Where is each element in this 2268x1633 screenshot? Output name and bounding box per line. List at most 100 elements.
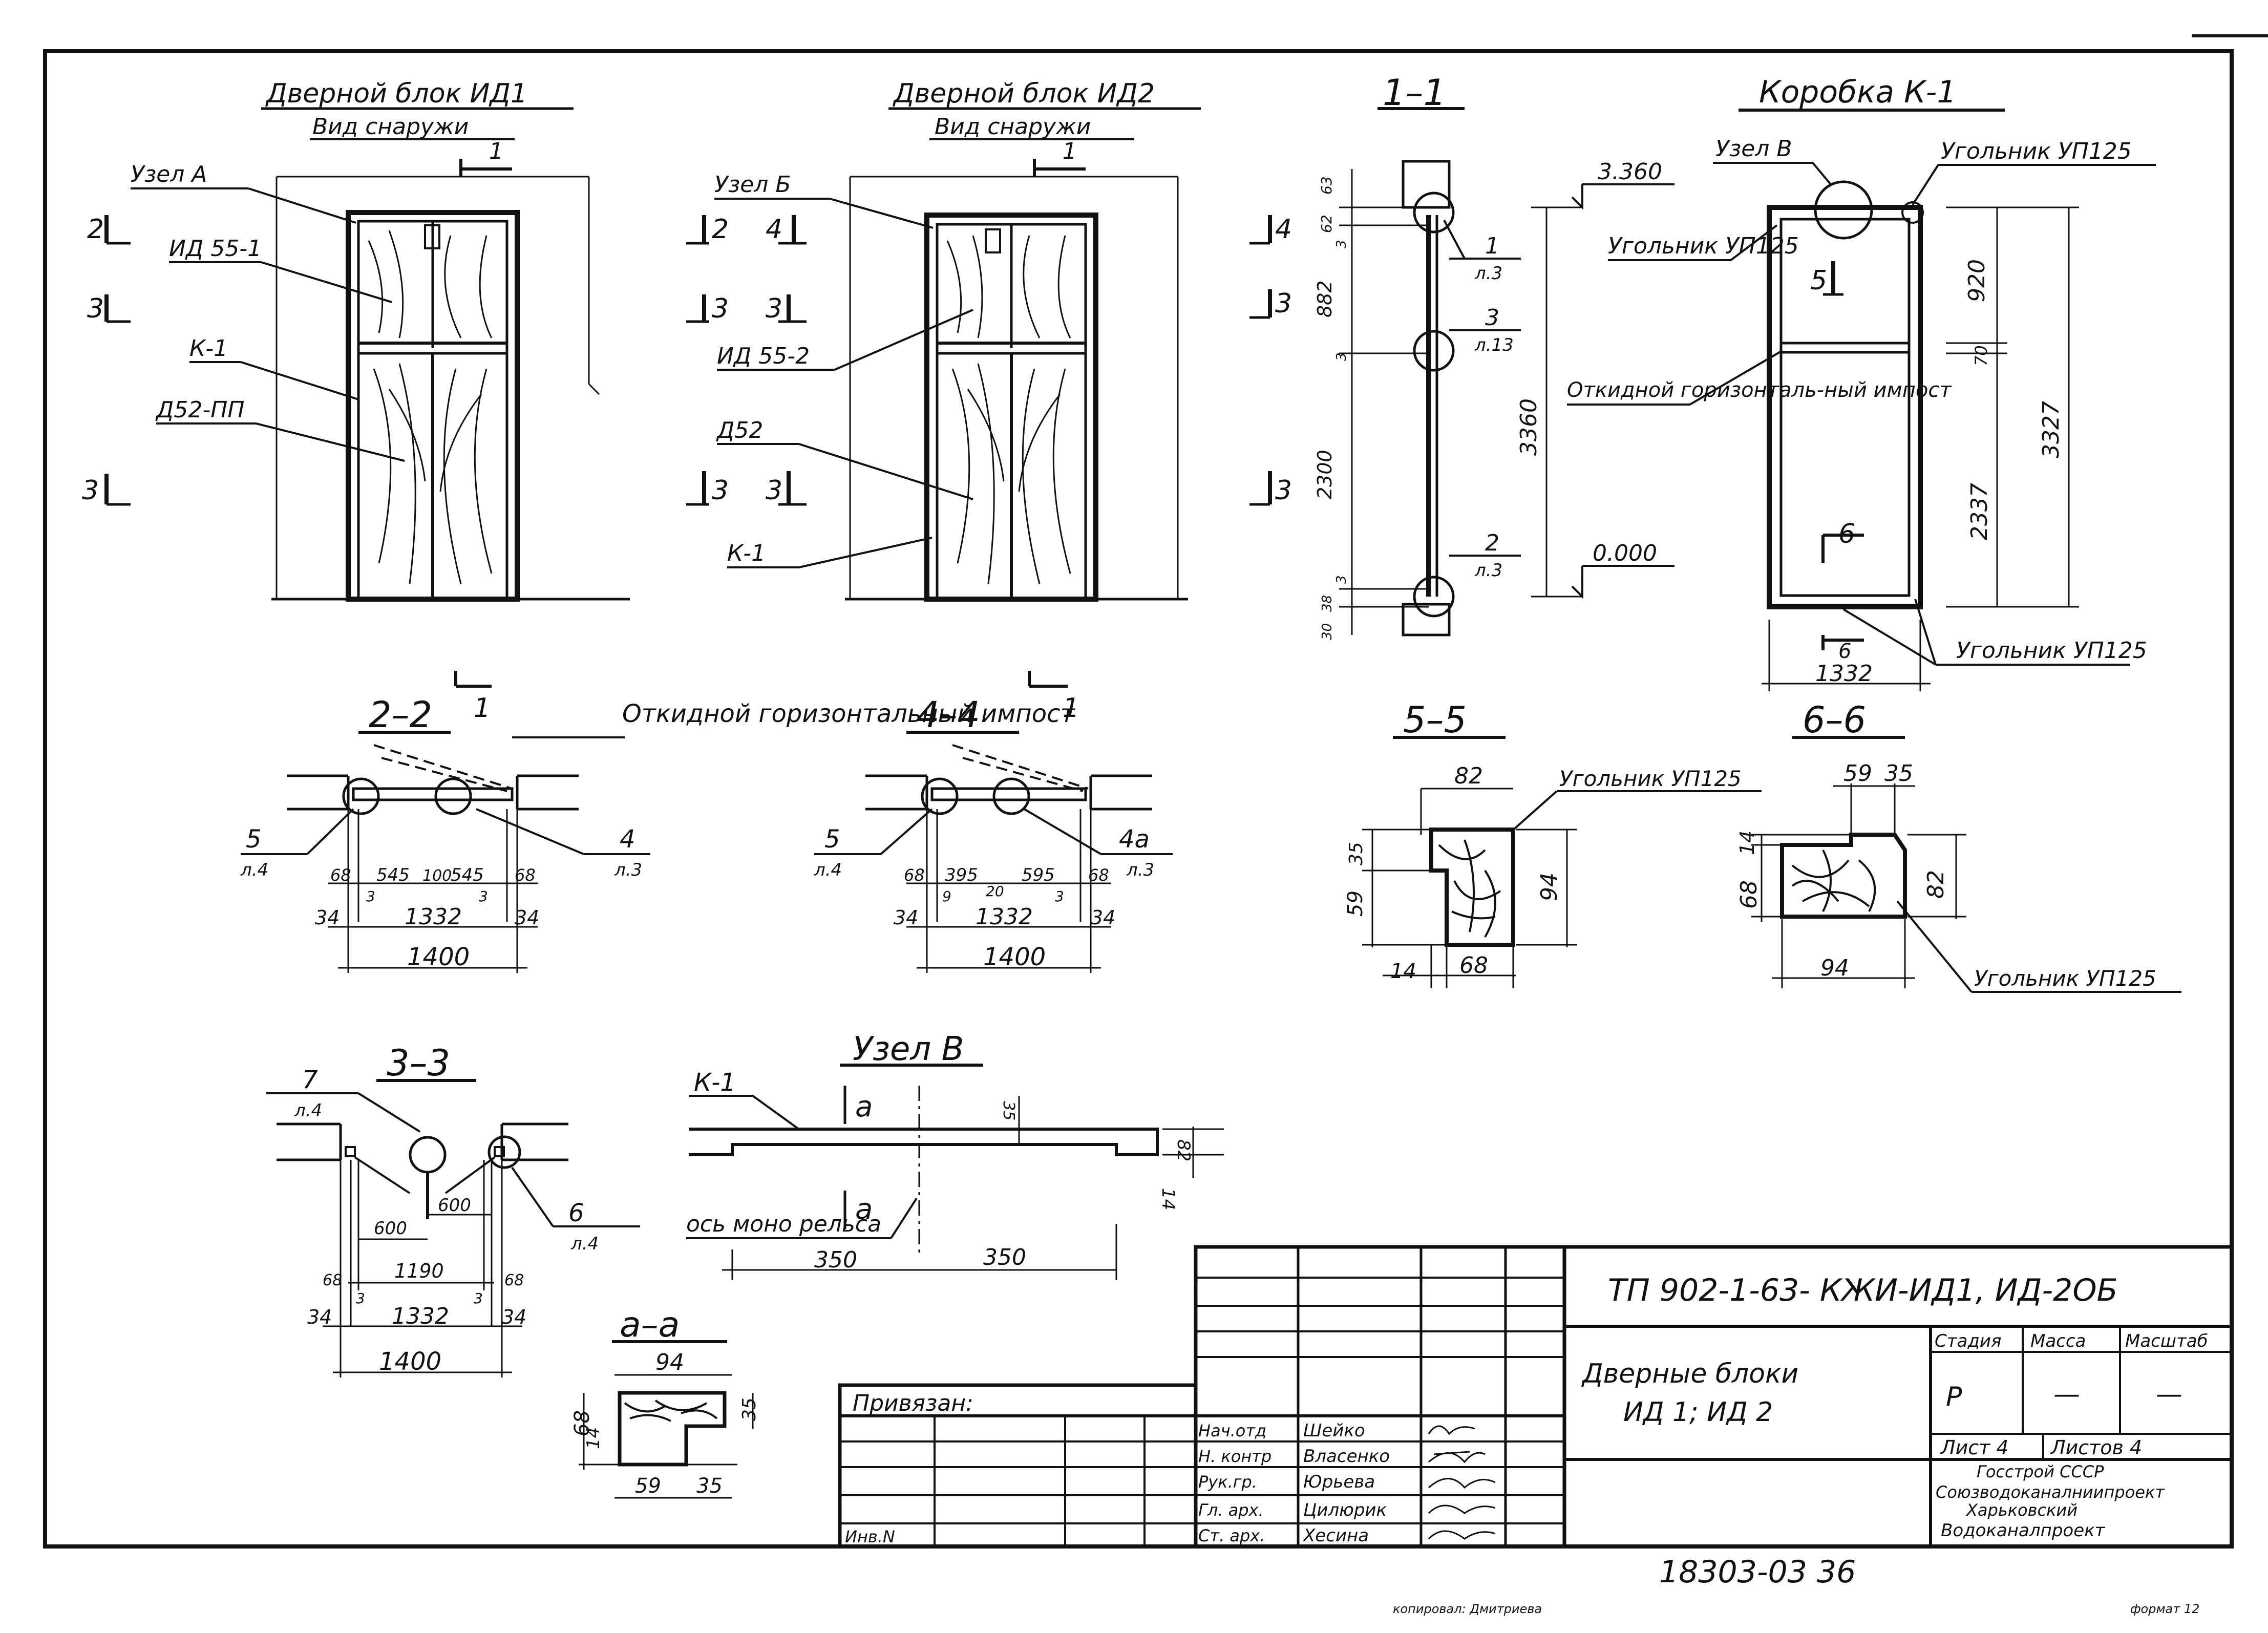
footer-copied: копировал: Дмитриева <box>1393 1602 1542 1616</box>
s55-dim-35: 35 <box>1346 842 1367 865</box>
s11-dim-3a: 3 <box>1334 240 1349 248</box>
s11-dim-63: 63 <box>1318 176 1335 195</box>
s22-dim-545b: 545 <box>451 865 484 885</box>
door-id2-marker-2: 2 <box>712 214 729 245</box>
project-code: ТП 902-1-63- КЖИ-ИД1, ИД-2ОБ <box>1608 1273 2118 1308</box>
s22-dim-3b: 3 <box>479 888 488 905</box>
s44-dim-395: 395 <box>945 865 978 885</box>
s11-node3-sheet: л.13 <box>1474 335 1514 355</box>
s44-dim-1400: 1400 <box>983 943 1046 971</box>
name-sr-arch: Хесина <box>1302 1525 1369 1546</box>
door-id2-marker-3a: 3 <box>712 293 729 324</box>
saa-dim-59: 59 <box>635 1474 661 1498</box>
s22-node4-num: 4 <box>620 825 635 854</box>
s33-node7-num: 7 <box>302 1066 318 1094</box>
name-group: Юрьева <box>1303 1472 1375 1492</box>
s44-dim-9: 9 <box>942 888 951 905</box>
section-6-6: 6–6 59 35 14 68 82 94 Угольник УП125 <box>1736 699 2181 993</box>
footer-number: 18303-03 36 <box>1659 1554 1856 1590</box>
s33-dim-3a: 3 <box>356 1290 365 1307</box>
org-line2: Союзводоканалниипроект <box>1936 1482 2165 1502</box>
role-group: Рук.гр. <box>1198 1472 1257 1492</box>
s33-dim-3b: 3 <box>474 1290 483 1307</box>
s11-marker-4: 4 <box>1275 214 1292 245</box>
value-scale: — <box>2156 1379 2182 1410</box>
s22-node5-sheet: л.4 <box>240 860 268 880</box>
s11-dim-3b: 3 <box>1334 352 1349 361</box>
name-head: Шейко <box>1303 1420 1365 1441</box>
s33-title: 3–3 <box>387 1042 450 1084</box>
s22-node5-num: 5 <box>246 825 262 854</box>
s44-dim-3: 3 <box>1055 888 1064 905</box>
s11-level-3360: 3.360 <box>1598 159 1662 185</box>
node-v-section-a-top: а <box>855 1090 873 1123</box>
role-chief-arch: Гл. арх. <box>1198 1500 1264 1520</box>
s11-marker-3a: 3 <box>1275 288 1292 319</box>
signature-1 <box>1428 1425 1475 1435</box>
signature-5 <box>1428 1530 1496 1540</box>
s66-dim-59: 59 <box>1843 760 1872 787</box>
frame-k1-angle-top: Угольник УП125 <box>1941 138 2132 164</box>
s33-dim-34a: 34 <box>307 1306 332 1328</box>
node-v-dim-82: 82 <box>1173 1139 1194 1161</box>
role-sr-arch: Ст. арх. <box>1198 1526 1265 1545</box>
s11-dim-38: 38 <box>1320 595 1335 612</box>
section-1-1: 1–1 63 62 3 882 3 2300 3 38 30 3360 3.36… <box>1249 72 1674 640</box>
section-a-a: а–а 94 35 68 14 59 35 <box>570 1305 760 1499</box>
door-id2-callout-nd552: ИД 55-2 <box>717 343 810 369</box>
frame-k1-dim-3327: 3327 <box>2038 401 2064 458</box>
s33-dim-1400: 1400 <box>379 1347 441 1376</box>
s11-node1-sheet: л.3 <box>1474 263 1502 284</box>
door-id2-subtitle: Вид снаружи <box>935 114 1091 140</box>
s22-dim-100: 100 <box>422 867 452 885</box>
s66-dim-94: 94 <box>1820 955 1849 981</box>
s11-dim-30: 30 <box>1320 623 1335 640</box>
section-5-5: 5–5 82 35 59 94 14 68 Угольник УП125 <box>1344 699 1762 988</box>
node-v-dim-350a: 350 <box>814 1247 857 1273</box>
door-id1-callout-nd551: ИД 55-1 <box>169 236 262 262</box>
door-id2-marker-3b: 3 <box>766 293 782 324</box>
frame-k1-dim-920: 920 <box>1964 259 1990 302</box>
s11-node2-num: 2 <box>1485 530 1499 556</box>
org-line3: Харьковский <box>1965 1500 2078 1520</box>
s11-node3-num: 3 <box>1485 305 1499 331</box>
saa-dim-68: 68 <box>570 1410 594 1436</box>
saa-dim-35b: 35 <box>696 1474 723 1498</box>
frame-k1-view: Коробка К-1 Узел В Угольник УП125 Угольн… <box>1567 74 2156 691</box>
s55-dim-59: 59 <box>1344 890 1367 917</box>
node-v-title: Узел В <box>853 1030 964 1068</box>
s33-node6-sheet: л.4 <box>570 1234 599 1254</box>
saa-dim-35: 35 <box>739 1397 760 1421</box>
s33-dim-68a: 68 <box>323 1271 342 1289</box>
s44-dim-20: 20 <box>986 883 1004 900</box>
s11-node2-sheet: л.3 <box>1474 560 1502 581</box>
saa-dim-94: 94 <box>655 1349 684 1375</box>
s66-callout-angle: Угольник УП125 <box>1974 966 2156 991</box>
org-line1: Госстрой СССР <box>1977 1462 2104 1481</box>
node-v-dim-35: 35 <box>1000 1101 1018 1120</box>
door-id1-view: Дверной блок ИД1 Вид снаружи 1 Узел А ИД… <box>82 78 630 602</box>
door-id1-marker-2: 2 <box>87 214 104 245</box>
frame-k1-impost: Откидной горизонталь-ный импост <box>1567 378 1952 402</box>
node-v: Узел В К-1 а а 35 82 14 ось моно рельса … <box>686 1030 1224 1280</box>
s44-dim-34b: 34 <box>1091 906 1115 929</box>
s11-marker-3b: 3 <box>1275 475 1292 506</box>
s66-dim-35: 35 <box>1884 760 1913 787</box>
value-stage: Р <box>1946 1382 1962 1412</box>
frame-k1-marker-5: 5 <box>1810 265 1827 296</box>
s33-node6-num: 6 <box>568 1199 584 1227</box>
saa-title: а–а <box>620 1305 680 1345</box>
header-mass: Масса <box>2030 1331 2086 1351</box>
s33-dim-1332: 1332 <box>392 1303 449 1329</box>
door-id2-marker-3d: 3 <box>766 475 782 506</box>
node-v-dim-14: 14 <box>1158 1188 1178 1210</box>
s22-dim-34b: 34 <box>515 906 539 929</box>
door-id2-callout-k1: К-1 <box>727 540 766 566</box>
door-id1-marker-1: 1 <box>489 138 503 164</box>
footer-format: формат 12 <box>2130 1602 2199 1616</box>
s44-dim-1332: 1332 <box>976 904 1033 930</box>
frame-k1-dim-70: 70 <box>1972 345 1991 366</box>
s33-dim-600b: 600 <box>438 1195 471 1216</box>
s44-dim-68b: 68 <box>1088 865 1109 885</box>
